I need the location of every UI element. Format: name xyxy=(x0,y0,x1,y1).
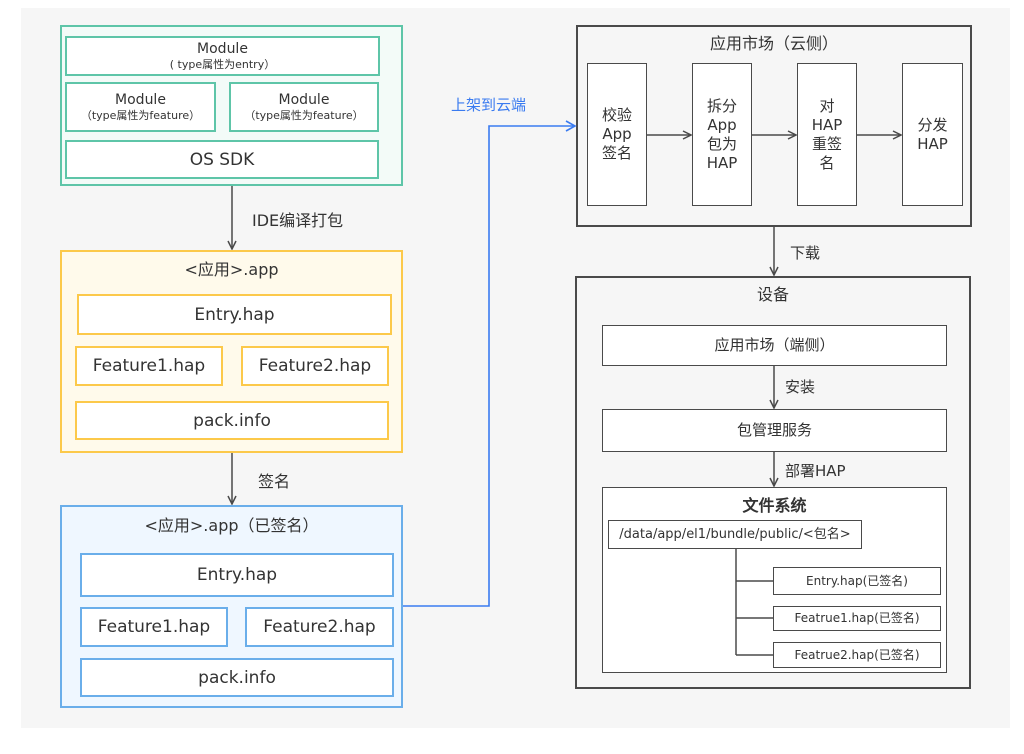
pack-info-label: pack.info xyxy=(193,410,271,431)
os-sdk-box: OS SDK xyxy=(65,140,379,179)
feature-module-title: Module xyxy=(115,91,166,108)
signed-package-title: <应用>.app（已签名） xyxy=(144,516,319,535)
install-step-label: 安装 xyxy=(785,378,816,396)
entry-module-subtitle: ( type属性为entry） xyxy=(169,57,276,71)
file-entry-hap: Entry.hap(已签名) xyxy=(773,567,941,595)
file-featrue1-hap: Featrue1.hap(已签名) xyxy=(773,606,941,631)
cloud-stage-verify-signature: 校验 App 签名 xyxy=(587,63,647,206)
file-featrue2-hap: Featrue2.hap(已签名) xyxy=(773,642,941,668)
app-feature2-hap-box: Feature2.hap xyxy=(241,346,389,386)
device-app-market-box: 应用市场（端侧） xyxy=(602,325,947,366)
file-label: Entry.hap(已签名) xyxy=(806,573,908,588)
cloud-stage-split-app: 拆分 App 包为 HAP xyxy=(692,63,752,206)
sign-step-label: 签名 xyxy=(258,472,291,491)
stage-label: 拆分 App 包为 HAP xyxy=(706,96,738,172)
cloud-app-market-title: 应用市场（云侧） xyxy=(709,34,838,53)
file-system-title: 文件系统 xyxy=(742,496,807,515)
entry-hap-label: Entry.hap xyxy=(196,565,278,585)
cloud-stage-distribute-hap: 分发 HAP xyxy=(902,63,963,206)
device-app-market-label: 应用市场（端侧） xyxy=(714,336,835,354)
app-feature1-hap-box: Feature1.hap xyxy=(75,346,223,386)
cloud-stage-resign-hap: 对 HAP 重签 名 xyxy=(797,63,857,206)
stage-label: 分发 HAP xyxy=(917,115,948,153)
signed-pack-info-box: pack.info xyxy=(80,658,394,697)
app-pack-info-box: pack.info xyxy=(75,401,389,440)
bundle-path-box: /data/app/el1/bundle/public/<包名> xyxy=(608,520,862,549)
bundle-path-label: /data/app/el1/bundle/public/<包名> xyxy=(619,526,851,542)
pack-info-label: pack.info xyxy=(198,667,276,688)
signed-feature2-hap-box: Feature2.hap xyxy=(245,607,394,647)
feature2-hap-label: Feature2.hap xyxy=(263,617,376,637)
feature-module-title: Module xyxy=(278,91,330,108)
app-package-title: <应用>.app xyxy=(184,260,279,279)
feature-module-box-1: Module （type属性为feature） xyxy=(65,82,216,132)
feature-module-subtitle: （type属性为feature） xyxy=(80,108,201,122)
entry-module-title: Module xyxy=(197,40,248,57)
signed-feature1-hap-box: Feature1.hap xyxy=(80,607,228,647)
entry-module-box: Module ( type属性为entry） xyxy=(65,36,380,76)
os-sdk-label: OS SDK xyxy=(189,149,255,170)
signed-entry-hap-box: Entry.hap xyxy=(80,553,394,597)
compile-step-label: IDE编译打包 xyxy=(252,211,344,230)
feature1-hap-label: Feature1.hap xyxy=(92,356,206,376)
publish-step-label: 上架到云端 xyxy=(451,96,527,114)
feature-module-box-2: Module （type属性为feature） xyxy=(229,82,379,132)
package-manager-box: 包管理服务 xyxy=(602,409,947,452)
feature1-hap-label: Feature1.hap xyxy=(97,617,211,637)
file-label: Featrue2.hap(已签名) xyxy=(794,647,920,662)
feature2-hap-label: Feature2.hap xyxy=(258,356,372,376)
deploy-step-label: 部署HAP xyxy=(785,462,846,480)
stage-label: 校验 App 签名 xyxy=(601,106,632,162)
stage-label: 对 HAP 重签 名 xyxy=(811,96,843,172)
entry-hap-label: Entry.hap xyxy=(194,304,275,325)
package-manager-label: 包管理服务 xyxy=(736,421,812,439)
device-title: 设备 xyxy=(756,285,789,304)
feature-module-subtitle: （type属性为feature） xyxy=(244,108,364,122)
download-step-label: 下载 xyxy=(790,244,821,262)
file-label: Featrue1.hap(已签名) xyxy=(794,611,920,625)
app-entry-hap-box: Entry.hap xyxy=(77,294,392,335)
